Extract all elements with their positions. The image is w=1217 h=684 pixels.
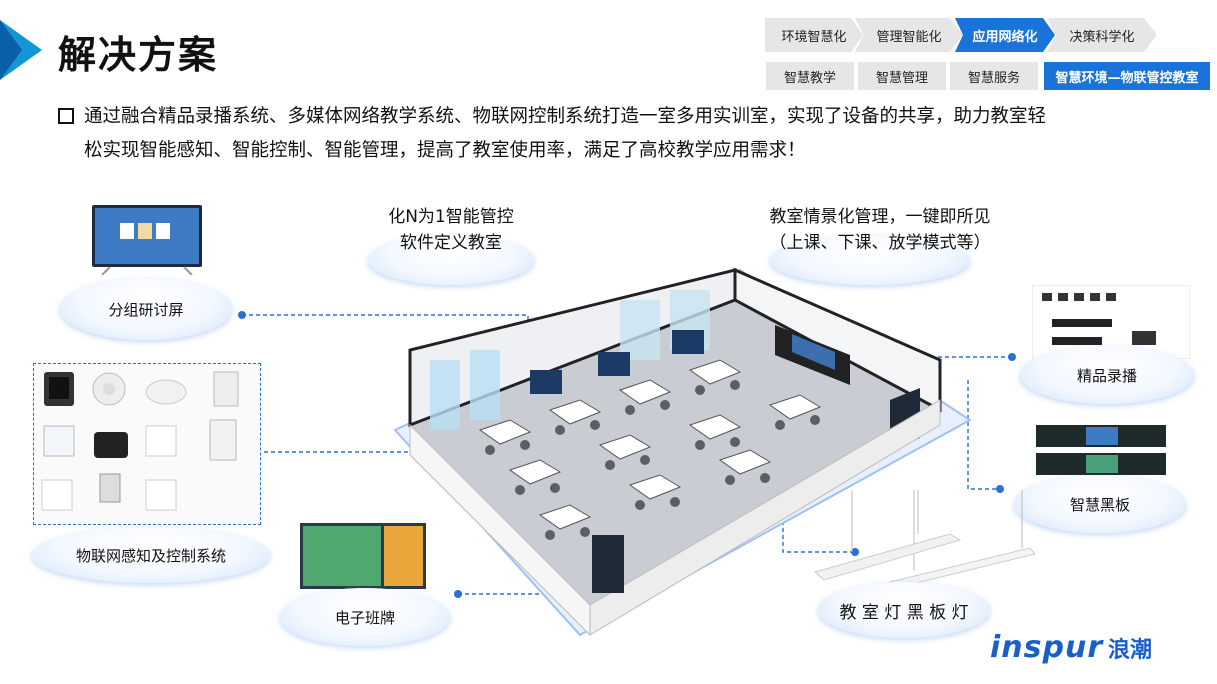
iot-device-panel [33, 363, 261, 525]
inspur-logo-cn: 浪潮 [1108, 638, 1153, 663]
callout-lights-label: 教 室 灯 黑 板 灯 [839, 602, 969, 623]
callout-e-board-label: 电子班牌 [334, 608, 395, 627]
intro-line-2: 松实现智能感知、智能控制、智能管理，提高了教室使用率，满足了高校教学应用需求！ [84, 140, 806, 161]
tab-smart-management[interactable]: 智慧管理 [858, 62, 946, 90]
nav-step-mgmt[interactable]: 管理智能化 [855, 18, 963, 52]
classroom-3d-illustration [393, 267, 972, 637]
tab-smart-service[interactable]: 智慧服务 [950, 62, 1038, 90]
inspur-logo: inspur [990, 630, 1104, 665]
intro-line-1: 通过融合精品录播系统、多媒体网络教学系统、物联网控制系统打造一室多用实训室，实现… [84, 106, 1047, 127]
callout-group-screen-label: 分组研讨屏 [108, 300, 184, 319]
callout-recording: 精品录播 [1020, 346, 1194, 404]
callout-group-screen: 分组研讨屏 [60, 278, 232, 340]
title-accent-dark-icon [0, 20, 22, 80]
callout-scene-line1: 教室情景化管理，一键即所见 [769, 207, 991, 227]
nav-step-decision[interactable]: 决策科学化 [1047, 18, 1157, 52]
callout-iot-label: 物联网感知及控制系统 [75, 546, 226, 565]
callout-sdc-line1: 化N为1智能管控 [388, 207, 514, 227]
callout-e-board: 电子班牌 [280, 588, 450, 646]
bullet-square-icon [58, 108, 74, 124]
page-title: 解决方案 [58, 33, 219, 77]
e-board-device-icon [300, 523, 426, 589]
group-screen-device-icon [92, 205, 202, 275]
tab-smart-teaching[interactable]: 智慧教学 [766, 62, 854, 90]
callout-scene-line2: （上课、下课、放学模式等） [769, 233, 991, 253]
callout-sdc-line2: 软件定义教室 [400, 233, 502, 253]
callout-recording-label: 精品录播 [1076, 366, 1137, 385]
intro-text: 通过融合精品录播系统、多媒体网络教学系统、物联网控制系统打造一室多用实训室，实现… [84, 100, 1174, 168]
ceiling-lights-icon [813, 490, 1036, 589]
callout-sdc: 化N为1智能管控 软件定义教室 [356, 204, 546, 256]
blackboard-device-icon [1036, 425, 1166, 475]
tab-smart-environment[interactable]: 智慧环境—物联管控教室 [1044, 62, 1210, 90]
callout-sdc-bubble [368, 235, 534, 285]
callout-lights: 教 室 灯 黑 板 灯 [818, 582, 990, 638]
iot-devices-icon [41, 371, 239, 511]
nav-step-env[interactable]: 环境智慧化 [765, 18, 863, 52]
callout-scene-bubble [770, 235, 970, 285]
nav-step-app[interactable]: 应用网络化 [955, 18, 1055, 52]
callout-blackboard-label: 智慧黑板 [1069, 495, 1130, 514]
callout-blackboard: 智慧黑板 [1014, 475, 1186, 533]
callout-iot: 物联网感知及控制系统 [32, 527, 270, 583]
callout-scene: 教室情景化管理，一键即所见 （上课、下课、放学模式等） [740, 204, 1020, 256]
